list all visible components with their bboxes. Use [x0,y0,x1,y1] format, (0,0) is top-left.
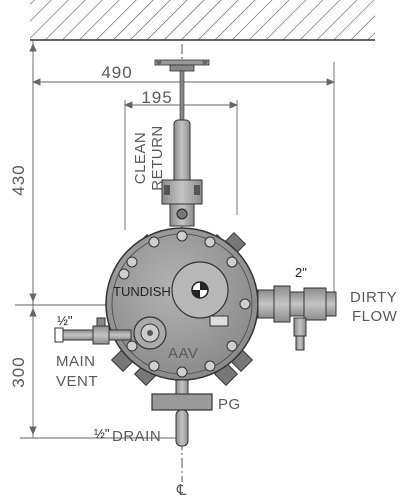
label-vent: VENT [56,373,98,390]
label-clean: CLEAN [132,132,149,185]
label-return: RETURN [149,125,166,191]
label-flow: FLOW [352,308,398,325]
dim-height-upper: 430 [9,164,28,195]
dirty-flow-pipe [257,285,337,351]
ceiling-mount [154,59,210,132]
drain-pipe [175,409,189,447]
dim-height-lower: 300 [9,356,28,387]
label-main: MAIN [56,353,96,370]
label-main-vent-size: ½" [57,313,73,328]
separator-body [105,227,259,387]
clean-return-pipe [161,119,203,227]
label-dirty-flow-size: 2" [295,265,307,280]
label-pg: PG [218,396,241,413]
label-drain: DRAIN [112,428,161,445]
pressure-gauge [151,379,213,411]
main-vent-valve [54,317,132,345]
label-centerline: ℄ [176,482,187,499]
label-tundish: TUNDISH [113,284,171,299]
label-aav: AAV [168,345,198,362]
label-dirty: DIRTY [350,289,397,306]
label-drain-size: ½" [94,426,110,441]
ceiling-hatch [30,0,375,41]
dim-overall-width: 490 [101,63,132,82]
dim-inner-width: 195 [141,88,172,107]
